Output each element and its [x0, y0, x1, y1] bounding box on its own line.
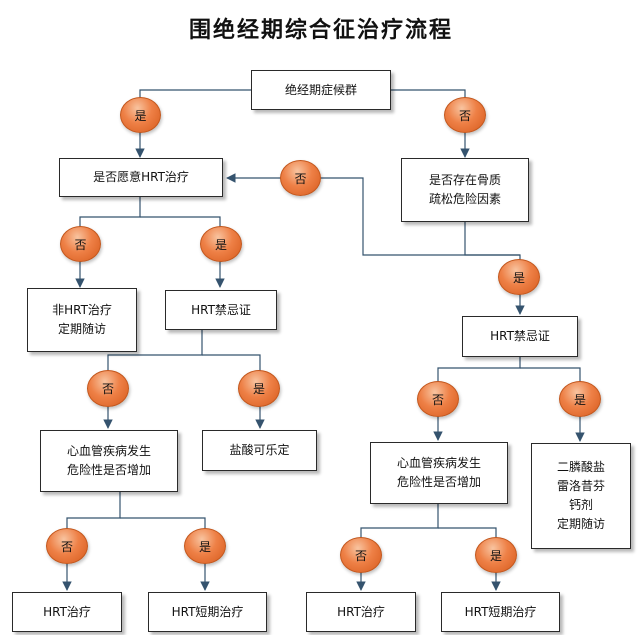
decision-yes: 是: [200, 226, 242, 262]
decision-no: 否: [280, 160, 321, 196]
node-willing-hrt: 是否愿意HRT治疗: [59, 158, 223, 197]
node-hrt-treatment-left: HRT治疗: [12, 592, 122, 632]
decision-yes: 是: [184, 528, 226, 564]
decision-yes: 是: [238, 370, 280, 407]
node-cvd-right: 心血管疾病发生 危险性是否增加: [370, 442, 508, 504]
node-bisphosphonate: 二膦酸盐 雷洛昔芬 钙剂 定期随访: [531, 443, 631, 549]
decision-yes: 是: [120, 97, 161, 133]
connector-willing-yes: [140, 216, 225, 288]
node-osteo-risk: 是否存在骨质 疏松危险因素: [401, 158, 529, 222]
node-root: 绝经期症候群: [251, 70, 391, 110]
decision-no: 否: [444, 97, 486, 133]
node-cvd-left: 心血管疾病发生 危险性是否增加: [40, 430, 178, 492]
node-hrt-contra-right: HRT禁忌证: [462, 316, 578, 357]
connector-root-right: [391, 89, 470, 158]
connector-root-left: [135, 89, 251, 158]
decision-yes: 是: [475, 537, 517, 573]
node-hrt-contra-left: HRT禁忌证: [165, 290, 277, 330]
decision-no: 否: [60, 226, 101, 262]
decision-yes: 是: [559, 381, 601, 417]
decision-yes: 是: [498, 259, 540, 295]
decision-no: 否: [46, 528, 88, 564]
connector-cvd-left-yes: [120, 517, 210, 591]
decision-no: 否: [417, 381, 459, 417]
node-hrt-treatment-right: HRT治疗: [306, 592, 416, 632]
page-title: 围绝经期综合征治疗流程: [188, 18, 453, 43]
node-hrt-short-right: HRT短期治疗: [441, 592, 560, 632]
decision-no: 否: [87, 370, 129, 407]
decision-no: 否: [340, 537, 382, 573]
node-clonidine: 盐酸可乐定: [202, 430, 317, 471]
node-non-hrt: 非HRT治疗 定期随访: [27, 288, 137, 352]
node-hrt-short-left: HRT短期治疗: [148, 592, 267, 632]
